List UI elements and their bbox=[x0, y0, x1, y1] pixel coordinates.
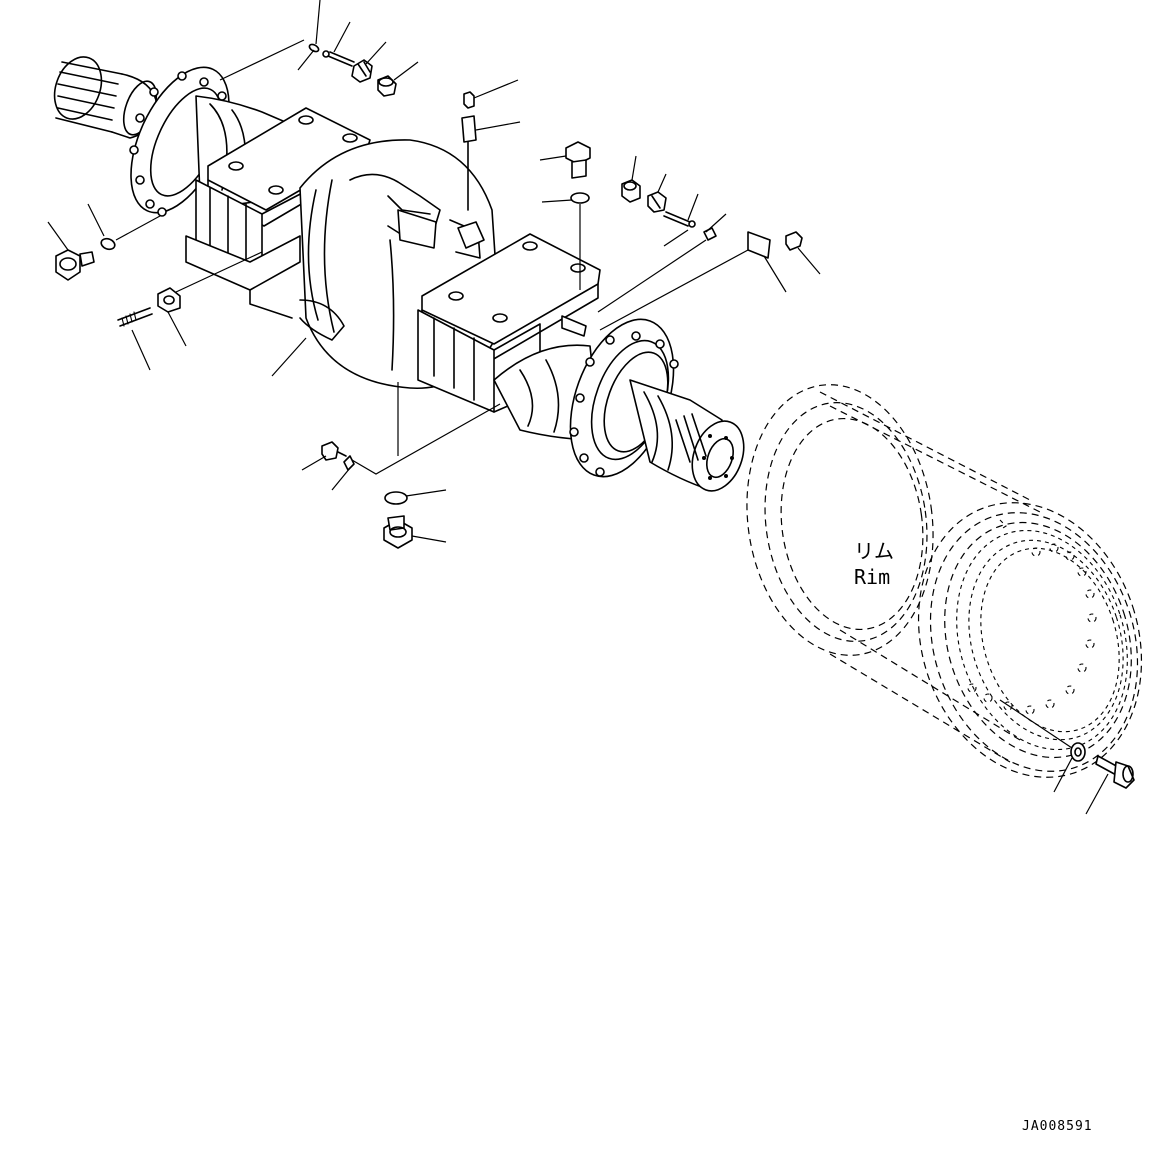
left-bracket bbox=[185, 179, 309, 319]
left-o-ring bbox=[100, 237, 116, 251]
bottom-o-ring bbox=[384, 491, 408, 505]
axle-housing bbox=[53, 56, 745, 492]
right-long-bolt bbox=[663, 193, 699, 228]
right-axle-shaft bbox=[629, 379, 745, 492]
rim-label-jp: リム bbox=[854, 539, 894, 563]
grease-fitting bbox=[351, 59, 373, 83]
rim-bolt-holes bbox=[967, 543, 1097, 715]
bottom-drain-plug bbox=[383, 515, 447, 549]
right-small-washer bbox=[703, 227, 717, 241]
stud-bolt bbox=[117, 307, 153, 327]
breather-tube bbox=[461, 115, 521, 211]
left-hardware bbox=[47, 203, 263, 371]
long-bolt bbox=[322, 50, 355, 67]
small-washer bbox=[308, 43, 320, 53]
drain-o-ring-top bbox=[570, 192, 590, 204]
rim-label-en: Rim bbox=[854, 565, 890, 589]
breather-mount bbox=[457, 221, 485, 249]
bottom-hardware bbox=[271, 337, 501, 549]
right-flange-bolt-holes bbox=[569, 331, 679, 477]
rim-bolt bbox=[1085, 755, 1135, 815]
right-cap-nut bbox=[621, 155, 641, 203]
name-plate bbox=[599, 231, 787, 331]
hex-nut bbox=[157, 287, 181, 313]
rim: リム Rim bbox=[746, 384, 1143, 778]
breather-plug bbox=[463, 79, 519, 109]
bottom-small-washer bbox=[343, 455, 355, 471]
plate-screw bbox=[785, 231, 821, 275]
rim-hardware bbox=[999, 699, 1135, 815]
center-top-hardware bbox=[457, 79, 521, 249]
rim-washer bbox=[1053, 742, 1086, 793]
left-axle-shaft bbox=[53, 56, 158, 139]
bottom-small-bolt bbox=[301, 441, 347, 471]
right-bracket bbox=[417, 309, 587, 413]
drain-plug-top bbox=[539, 141, 591, 179]
right-grease-fitting bbox=[647, 173, 667, 213]
drawing-code: JA008591 bbox=[1022, 1119, 1093, 1134]
right-top-hardware bbox=[539, 141, 821, 331]
cap-nut bbox=[377, 75, 397, 97]
left-plug-bolt bbox=[55, 249, 95, 281]
top-left-hardware bbox=[219, 0, 419, 97]
